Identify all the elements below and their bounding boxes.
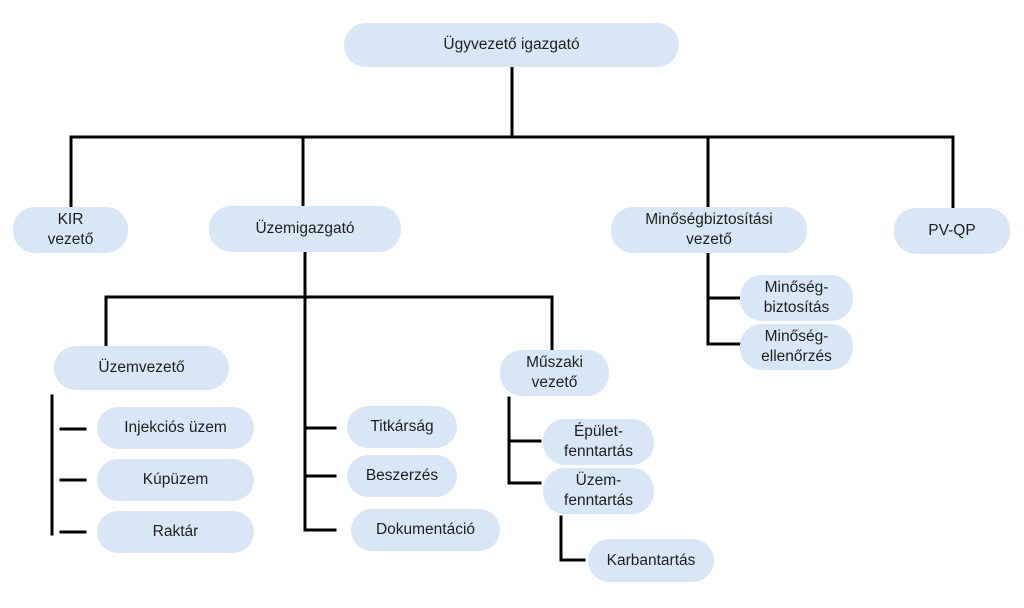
node-label: fenntartás (564, 443, 633, 460)
node-label: vezető (531, 374, 578, 391)
node-epulet-fenntartas: Épület- fenntartás (543, 419, 654, 465)
node-beszerzes: Beszerzés (347, 455, 457, 497)
node-minoseg-ellenorzes: Minőség- ellenőrzés (740, 324, 853, 370)
node-minoseg-biztositas: Minőség- biztosítás (740, 275, 853, 321)
node-raktar: Raktár (97, 511, 254, 553)
node-label: ellenőrzés (761, 348, 832, 365)
node-label: Üzemigazgató (255, 220, 355, 237)
node-label: vezető (47, 231, 94, 248)
node-karbantartas: Karbantartás (588, 539, 714, 582)
node-pv-qp: PV-QP (894, 208, 1010, 254)
node-label: Minőség- (764, 328, 829, 345)
node-label: biztosítás (763, 299, 830, 316)
node-muszaki-vezeto: Műszaki vezető (500, 350, 609, 396)
node-titkarsag: Titkárság (347, 406, 457, 448)
node-label: Minőség- (764, 279, 829, 296)
node-kupuzem: Kúpüzem (97, 459, 254, 501)
node-label: Kúpüzem (142, 471, 209, 488)
node-label: KIR (57, 211, 84, 228)
node-label: Titkárság (370, 418, 434, 435)
node-minosegbiztositasi-vezeto: Minőségbiztosítási vezető (611, 207, 807, 253)
node-uzem-fenntartas: Üzem- fenntartás (543, 468, 654, 514)
node-kir-vezeto: KIR vezető (13, 207, 128, 253)
node-label: vezető (686, 231, 732, 248)
node-label: PV-QP (928, 222, 976, 239)
node-ugyvezeto-igazgato: Ügyvezető igazgató (344, 23, 679, 67)
node-label: Karbantartás (606, 551, 696, 569)
node-label: Minőségbiztosítási (645, 211, 773, 228)
node-label: Raktár (152, 523, 199, 540)
node-injekcios-uzem: Injekciós üzem (97, 407, 254, 449)
node-label: Üzemvezető (98, 359, 185, 376)
node-label: Injekciós üzem (124, 419, 227, 436)
node-label: Üzem- (575, 472, 622, 489)
node-label: Műszaki (526, 354, 583, 371)
node-label: Ügyvezető igazgató (443, 36, 580, 53)
node-label: Dokumentáció (375, 521, 476, 538)
node-uzemigazgato: Üzemigazgató (209, 206, 401, 252)
node-label: Épület- (573, 423, 624, 440)
node-dokumentacio: Dokumentáció (351, 509, 500, 551)
node-label: fenntartás (564, 492, 633, 509)
node-label: Beszerzés (365, 467, 439, 484)
node-uzemvezeto: Üzemvezető (54, 346, 229, 390)
